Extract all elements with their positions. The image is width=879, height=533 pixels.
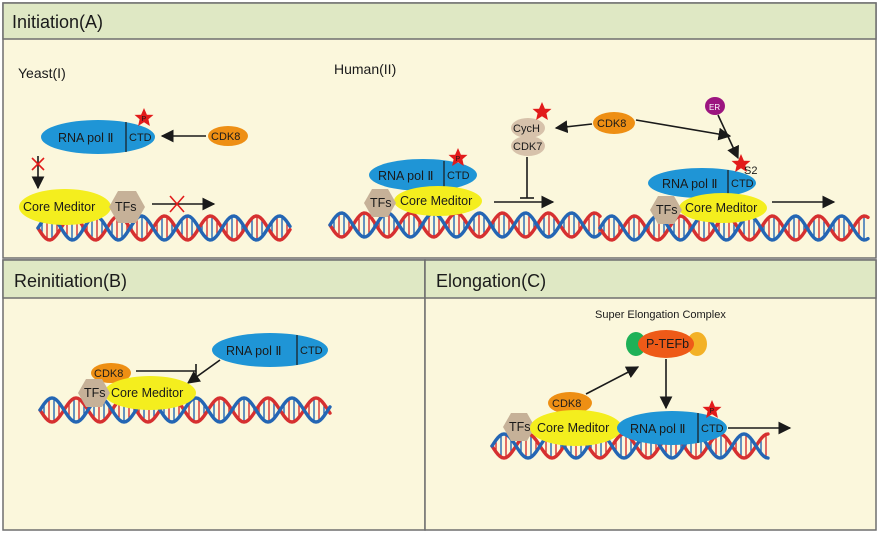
reinit-cdk8: CDK8 bbox=[91, 363, 131, 383]
cross-mark-icon bbox=[169, 195, 185, 213]
elong-mediator-label: Core Meditor bbox=[537, 421, 609, 435]
t-bar-inhibition-icon bbox=[136, 364, 197, 378]
human-scheme: Human(II) CycH CDK7 CDK8 ER bbox=[334, 61, 836, 224]
human-tfs-2: TFs bbox=[650, 196, 682, 224]
s2-label: S2 bbox=[744, 165, 757, 177]
yeast-tfs-label: TFs bbox=[115, 200, 137, 214]
human-cdk8-label: CDK8 bbox=[597, 118, 626, 130]
elong-ctd-label: CTD bbox=[701, 423, 724, 435]
human-mediator-label: Core Meditor bbox=[400, 194, 472, 208]
t-bar-inhibition-icon bbox=[520, 157, 534, 199]
reinit-pol-label: RNA pol Ⅱ bbox=[226, 344, 281, 358]
human-core-mediator-2: Core Meditor bbox=[679, 193, 767, 223]
er-protein: ER bbox=[705, 97, 725, 115]
cych-label: CycH bbox=[513, 123, 540, 135]
elong-phospho-label: P bbox=[710, 408, 715, 415]
double-helix-icon bbox=[328, 211, 602, 239]
human-core-mediator: Core Meditor bbox=[394, 186, 482, 216]
elongation-title: Elongation(C) bbox=[436, 271, 546, 291]
human-tfs: TFs bbox=[364, 189, 396, 217]
red-star-icon bbox=[731, 154, 751, 172]
yeast-pol-label: RNA pol Ⅱ bbox=[58, 131, 113, 145]
human-phospho-label: P bbox=[456, 156, 461, 163]
red-star-icon: P bbox=[134, 108, 154, 126]
reinit-core-mediator: Core Meditor bbox=[104, 376, 196, 410]
reinitiation-scheme: RNA pol Ⅱ CTD CDK8 Core Meditor TFs bbox=[78, 333, 328, 410]
reinitiation-title: Reinitiation(B) bbox=[14, 271, 127, 291]
p-tefb-complex: P-TEFb bbox=[626, 330, 707, 358]
elong-cdk8-label: CDK8 bbox=[552, 398, 581, 410]
panel-reinitiation: Reinitiation(B) bbox=[2, 259, 426, 531]
yeast-title: Yeast(I) bbox=[18, 65, 66, 81]
yeast-mediator-label: Core Meditor bbox=[23, 200, 95, 214]
reinit-rna-polymerase: RNA pol Ⅱ CTD bbox=[212, 333, 328, 367]
yeast-scheme: Yeast(I) RNA pol Ⅱ CTD P CDK8 Core Medit… bbox=[18, 65, 248, 225]
initiation-title: Initiation(A) bbox=[12, 12, 103, 32]
yeast-core-mediator: Core Meditor bbox=[19, 189, 111, 225]
elong-cdk8: CDK8 bbox=[548, 392, 592, 414]
human-tfs2-label: TFs bbox=[656, 203, 678, 217]
elong-core-mediator: Core Meditor bbox=[530, 410, 622, 446]
elongation-scheme: Super Elongation Complex P-TEFb CDK8 TFs… bbox=[503, 309, 792, 446]
human-rna-polymerase-2: RNA pol Ⅱ CTD bbox=[648, 168, 756, 198]
yeast-ctd-label: CTD bbox=[129, 132, 152, 144]
yeast-phospho-label: P bbox=[142, 116, 147, 123]
red-star-icon: P bbox=[702, 400, 722, 418]
yeast-tfs: TFs bbox=[109, 191, 145, 223]
red-star-icon bbox=[532, 102, 552, 120]
elong-tfs-label: TFs bbox=[509, 420, 531, 434]
reinit-cdk8-label: CDK8 bbox=[94, 368, 123, 380]
human-mediator2-label: Core Meditor bbox=[685, 201, 757, 215]
yeast-cdk8-label: CDK8 bbox=[211, 131, 240, 143]
panel-elongation: Elongation(C) bbox=[424, 259, 877, 531]
human-pol2-label: RNA pol Ⅱ bbox=[662, 177, 717, 191]
elong-pol-label: RNA pol Ⅱ bbox=[630, 422, 685, 436]
human-ctd2-label: CTD bbox=[731, 178, 754, 190]
human-pol-label: RNA pol Ⅱ bbox=[378, 169, 433, 183]
cross-mark-icon bbox=[31, 157, 45, 171]
cych-cdk7-complex: CycH CDK7 bbox=[511, 118, 545, 156]
yeast-cdk8: CDK8 bbox=[208, 126, 248, 146]
elong-tfs: TFs bbox=[503, 413, 535, 441]
reinit-tfs-label: TFs bbox=[84, 386, 106, 400]
reinit-mediator-label: Core Meditor bbox=[111, 386, 183, 400]
human-rna-polymerase: RNA pol Ⅱ CTD bbox=[369, 159, 477, 191]
red-star-icon: P bbox=[448, 148, 468, 166]
elong-rna-polymerase: RNA pol Ⅱ CTD bbox=[617, 411, 727, 445]
yeast-rna-polymerase: RNA pol Ⅱ CTD bbox=[41, 120, 155, 154]
double-helix-icon bbox=[598, 214, 870, 242]
cdk7-label: CDK7 bbox=[513, 141, 542, 153]
sec-label: Super Elongation Complex bbox=[595, 309, 726, 321]
human-title: Human(II) bbox=[334, 61, 396, 77]
human-cdk8: CDK8 bbox=[593, 112, 635, 134]
er-label: ER bbox=[709, 103, 720, 112]
ptefb-label: P-TEFb bbox=[646, 337, 689, 351]
reinit-ctd-label: CTD bbox=[300, 345, 323, 357]
human-ctd-label: CTD bbox=[447, 170, 470, 182]
reinit-tfs: TFs bbox=[78, 379, 110, 407]
human-tfs-label: TFs bbox=[370, 196, 392, 210]
